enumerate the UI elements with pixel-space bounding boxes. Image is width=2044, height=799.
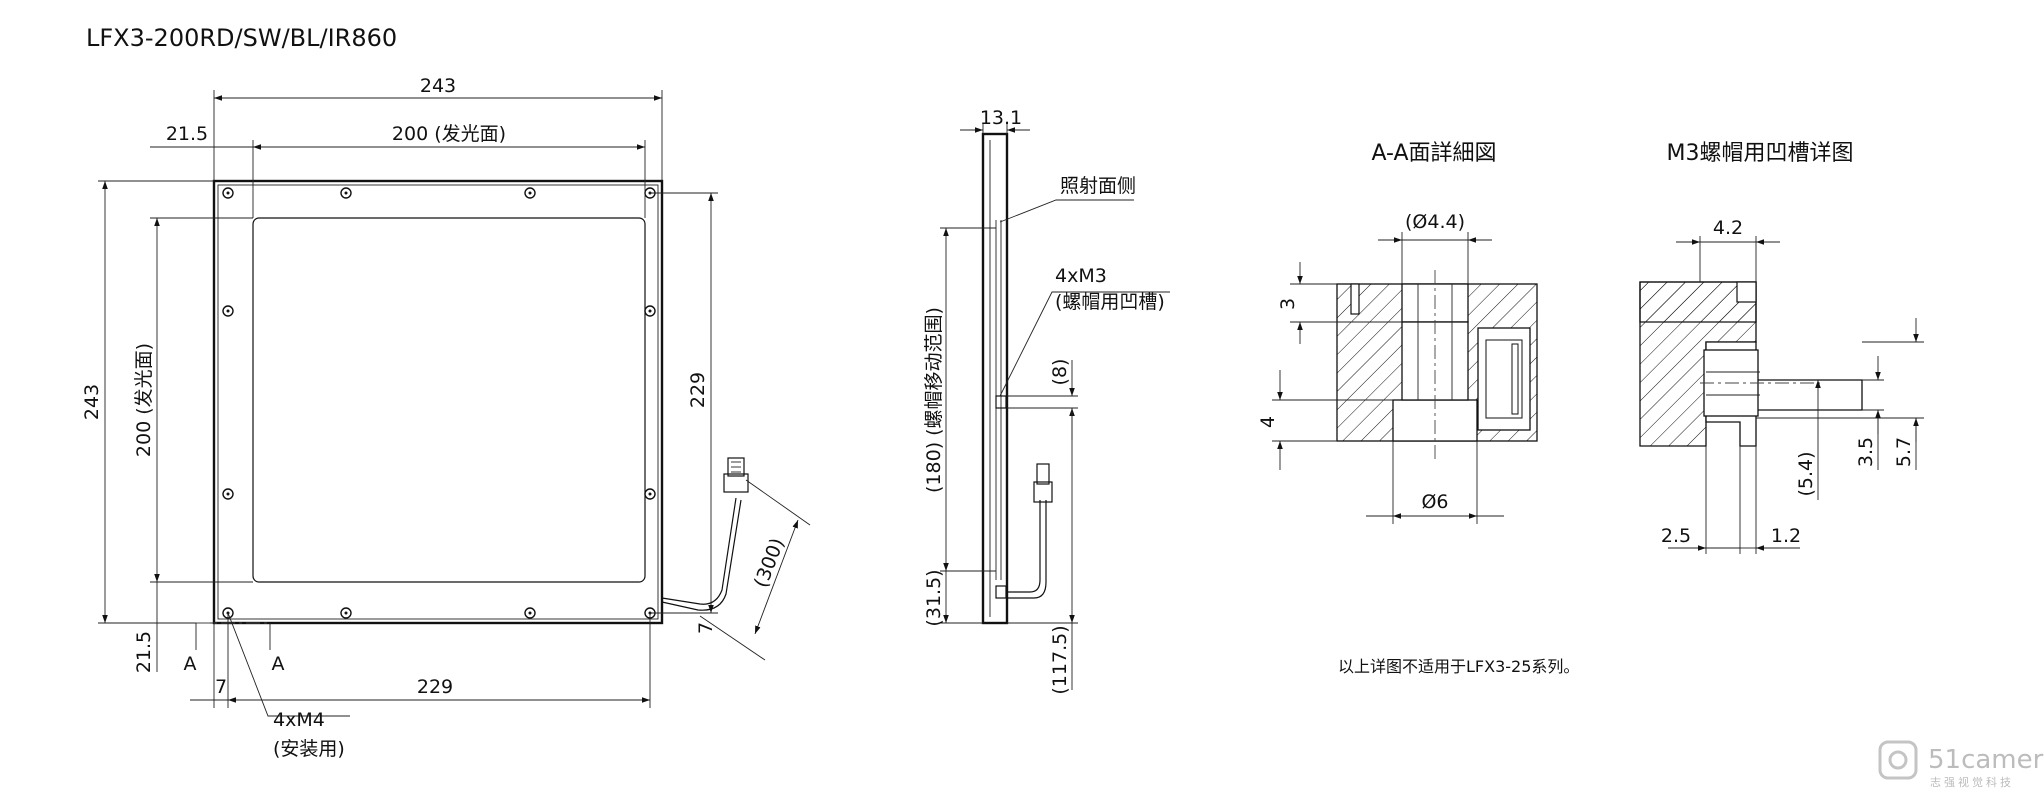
dim-top-width: 4.2 <box>1713 217 1743 239</box>
side-profile <box>981 132 1009 625</box>
dim-emitting-height: 200 (发光面) <box>133 343 155 457</box>
dim-right-step: 1.2 <box>1771 525 1801 547</box>
dim-hole-offset-right: 7 <box>695 622 717 634</box>
groove-detail-title: M3螺帽用凹槽详图 <box>1667 141 1854 166</box>
dim-nut-travel: (180) (螺帽移动范围) <box>923 307 945 493</box>
groove-detail: M3螺帽用凹槽详图 4.2 5.7 3.5 <box>1639 141 1924 554</box>
dim-cable-exit: (117.5) <box>1049 625 1071 694</box>
mount-holes-spec: 4xM4 <box>273 709 325 731</box>
front-view: 243 200 (发光面) 21.5 243 200 (发光面) 21.5 22… <box>81 75 811 760</box>
dim-slot-offset: (5.4) <box>1795 451 1817 496</box>
watermark-logo-icon <box>1878 740 1918 780</box>
dim-depth-bottom: 4 <box>1257 416 1279 428</box>
section-mark-right: A <box>272 653 285 675</box>
drawing-title: LFX3-200RD/SW/BL/IR860 <box>86 24 397 52</box>
section-aa-detail: A-A面詳細図 (Ø4.4) 3 4 <box>1257 141 1538 524</box>
mount-holes <box>222 187 656 619</box>
dim-left-margin: 21.5 <box>166 123 208 145</box>
cable-connector <box>661 457 749 611</box>
watermark-brand: 51camera <box>1928 745 2044 775</box>
dim-slot-height-total: 5.7 <box>1893 437 1915 467</box>
dim-height-total: 243 <box>81 384 103 420</box>
dim-counterbore-dia: (Ø4.4) <box>1405 211 1465 233</box>
dim-hole-span-vertical: 229 <box>687 372 709 408</box>
dim-left-step: 2.5 <box>1661 525 1691 547</box>
label-irradiation-side: 照射面侧 <box>1060 175 1136 197</box>
dim-bottom-offset: (31.5) <box>923 569 945 626</box>
dim-emitting-width: 200 (发光面) <box>392 123 506 145</box>
dim-side-thickness: 13.1 <box>980 107 1022 129</box>
mount-holes-note: (安装用) <box>273 738 345 760</box>
watermark: 51camera 志强视觉科技 <box>1878 740 2044 789</box>
frame-outline <box>212 179 664 625</box>
dim-slot-height: 3.5 <box>1855 437 1877 467</box>
section-aa-title: A-A面詳細図 <box>1371 141 1496 166</box>
side-view: 13.1 照射面侧 4xM3 (螺帽用凹槽) (180) (螺帽移动范围) (3… <box>923 107 1170 695</box>
emitting-area <box>252 217 646 583</box>
watermark-tagline: 志强视觉科技 <box>1930 775 2014 789</box>
nut-spec: 4xM3 <box>1055 265 1107 287</box>
dim-hole-offset: 7 <box>215 676 227 698</box>
nut-note: (螺帽用凹槽) <box>1055 291 1165 313</box>
dim-cable-length: (300) <box>750 535 789 591</box>
dim-width-total: 243 <box>420 75 456 97</box>
dim-bottom-margin: 21.5 <box>133 631 155 673</box>
dim-nut-offset: (8) <box>1049 359 1071 386</box>
detail-note: 以上详图不适用于LFX3-25系列。 <box>1338 657 1579 676</box>
section-mark-left: A <box>184 653 197 675</box>
dim-depth-top: 3 <box>1277 298 1299 310</box>
dim-hole-span-horizontal: 229 <box>417 676 453 698</box>
dim-through-dia: Ø6 <box>1421 491 1448 513</box>
